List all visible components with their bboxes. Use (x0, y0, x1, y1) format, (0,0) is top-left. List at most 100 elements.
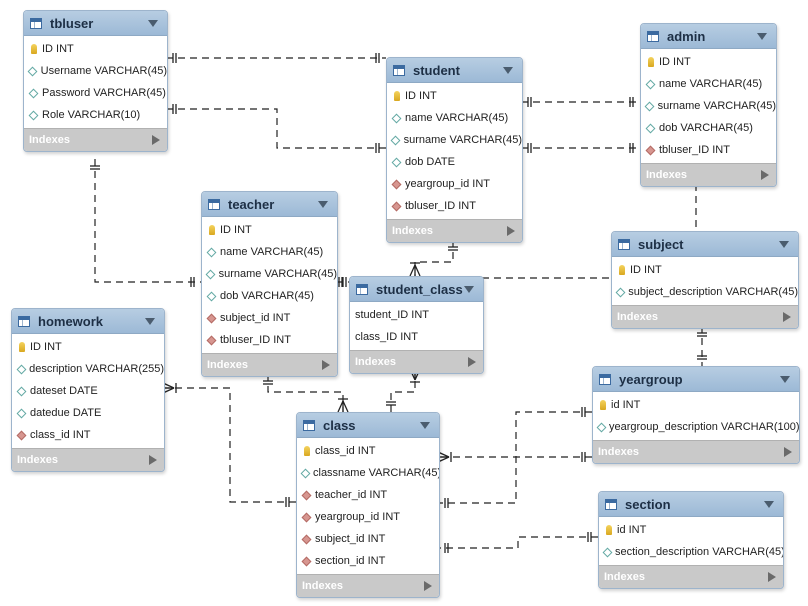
table-header[interactable]: subject (612, 232, 798, 257)
expand-arrow-icon[interactable] (761, 170, 769, 180)
foreign-key-icon (645, 145, 656, 155)
collapse-arrow-icon[interactable] (779, 240, 789, 248)
column-row[interactable]: ID INT (24, 38, 167, 60)
column-row[interactable]: yeargroup_id INT (297, 506, 439, 528)
column-row[interactable]: name VARCHAR(45) (202, 241, 337, 263)
indexes-section[interactable]: Indexes (599, 565, 783, 588)
column-row[interactable]: teacher_id INT (297, 484, 439, 506)
column-row[interactable]: surname VARCHAR(45) (387, 129, 522, 151)
column-row[interactable]: surname VARCHAR(45) (202, 263, 337, 285)
column-row[interactable]: class_id INT (297, 440, 439, 462)
column-row[interactable]: subject_id INT (297, 528, 439, 550)
table-icon (605, 498, 617, 510)
indexes-label: Indexes (392, 225, 433, 237)
collapse-arrow-icon[interactable] (780, 375, 790, 383)
column-row[interactable]: description VARCHAR(255) (12, 358, 164, 380)
column-row[interactable]: id INT (599, 519, 783, 541)
column-row[interactable]: subject_id INT (202, 307, 337, 329)
column-row[interactable]: section_description VARCHAR(45) (599, 541, 783, 563)
column-row[interactable]: ID INT (12, 336, 164, 358)
key-icon (29, 44, 38, 54)
foreign-key-icon (301, 534, 312, 544)
one-marker (697, 355, 707, 360)
column-row[interactable]: name VARCHAR(45) (641, 73, 776, 95)
table-header[interactable]: class (297, 413, 439, 438)
collapse-arrow-icon[interactable] (503, 66, 513, 74)
nullable-column-icon (602, 547, 613, 557)
collapse-arrow-icon[interactable] (464, 285, 474, 293)
column-row[interactable]: tbluser_ID INT (202, 329, 337, 351)
column-row[interactable]: tbluser_ID INT (641, 139, 776, 161)
nullable-column-icon (16, 364, 26, 374)
collapse-arrow-icon[interactable] (318, 200, 328, 208)
expand-arrow-icon[interactable] (783, 312, 791, 322)
column-row[interactable]: Role VARCHAR(10) (24, 104, 167, 126)
expand-arrow-icon[interactable] (468, 357, 476, 367)
table-header[interactable]: teacher (202, 192, 337, 217)
column-row[interactable]: ID INT (202, 219, 337, 241)
column-row[interactable]: yeargroup_id INT (387, 173, 522, 195)
collapse-arrow-icon[interactable] (420, 421, 430, 429)
expand-arrow-icon[interactable] (149, 455, 157, 465)
indexes-section[interactable]: Indexes (202, 353, 337, 376)
column-row[interactable]: class_ID INT (350, 326, 483, 348)
column-row[interactable]: Password VARCHAR(45) (24, 82, 167, 104)
column-row[interactable]: section_id INT (297, 550, 439, 572)
column-row[interactable]: yeargroup_description VARCHAR(100) (593, 416, 799, 438)
expand-arrow-icon[interactable] (768, 572, 776, 582)
expand-arrow-icon[interactable] (507, 226, 515, 236)
expand-arrow-icon[interactable] (322, 360, 330, 370)
table-header[interactable]: homework (12, 309, 164, 334)
table-header[interactable]: student (387, 58, 522, 83)
column-row[interactable]: subject_description VARCHAR(45) (612, 281, 798, 303)
expand-arrow-icon[interactable] (784, 447, 792, 457)
indexes-section[interactable]: Indexes (350, 350, 483, 373)
table-teacher[interactable]: teacher ID INT name VARCHAR(45)surname VAR… (201, 191, 338, 377)
indexes-section[interactable]: Indexes (12, 448, 164, 471)
collapse-arrow-icon[interactable] (764, 500, 774, 508)
expand-arrow-icon[interactable] (424, 581, 432, 591)
table-header[interactable]: section (599, 492, 783, 517)
column-row[interactable]: dob VARCHAR(45) (641, 117, 776, 139)
column-row[interactable]: name VARCHAR(45) (387, 107, 522, 129)
column-row[interactable]: classname VARCHAR(45) (297, 462, 439, 484)
column-row[interactable]: id INT (593, 394, 799, 416)
table-header[interactable]: student_class (350, 277, 483, 302)
table-header[interactable]: admin (641, 24, 776, 49)
column-row[interactable]: dob DATE (387, 151, 522, 173)
column-row[interactable]: dob VARCHAR(45) (202, 285, 337, 307)
column-row[interactable]: dateset DATE (12, 380, 164, 402)
column-row[interactable]: student_ID INT (350, 304, 483, 326)
column-row[interactable]: ID INT (387, 85, 522, 107)
collapse-arrow-icon[interactable] (148, 19, 158, 27)
column-row[interactable]: surname VARCHAR(45) (641, 95, 776, 117)
indexes-section[interactable]: Indexes (24, 128, 167, 151)
indexes-section[interactable]: Indexes (612, 305, 798, 328)
indexes-section[interactable]: Indexes (387, 219, 522, 242)
column-row[interactable]: class_id INT (12, 424, 164, 446)
column-row[interactable]: datedue DATE (12, 402, 164, 424)
indexes-section[interactable]: Indexes (593, 440, 799, 463)
column-row[interactable]: Username VARCHAR(45) (24, 60, 167, 82)
collapse-arrow-icon[interactable] (757, 32, 767, 40)
indexes-section[interactable]: Indexes (297, 574, 439, 597)
expand-arrow-icon[interactable] (152, 135, 160, 145)
table-header[interactable]: yeargroup (593, 367, 799, 392)
collapse-arrow-icon[interactable] (145, 317, 155, 325)
table-header[interactable]: tbluser (24, 11, 167, 36)
indexes-section[interactable]: Indexes (641, 163, 776, 186)
column-text: ID INT (220, 224, 252, 236)
column-row[interactable]: tbluser_ID INT (387, 195, 522, 217)
column-row[interactable]: ID INT (641, 51, 776, 73)
column-text: yeargroup_id INT (315, 511, 400, 523)
column-row[interactable]: ID INT (612, 259, 798, 281)
